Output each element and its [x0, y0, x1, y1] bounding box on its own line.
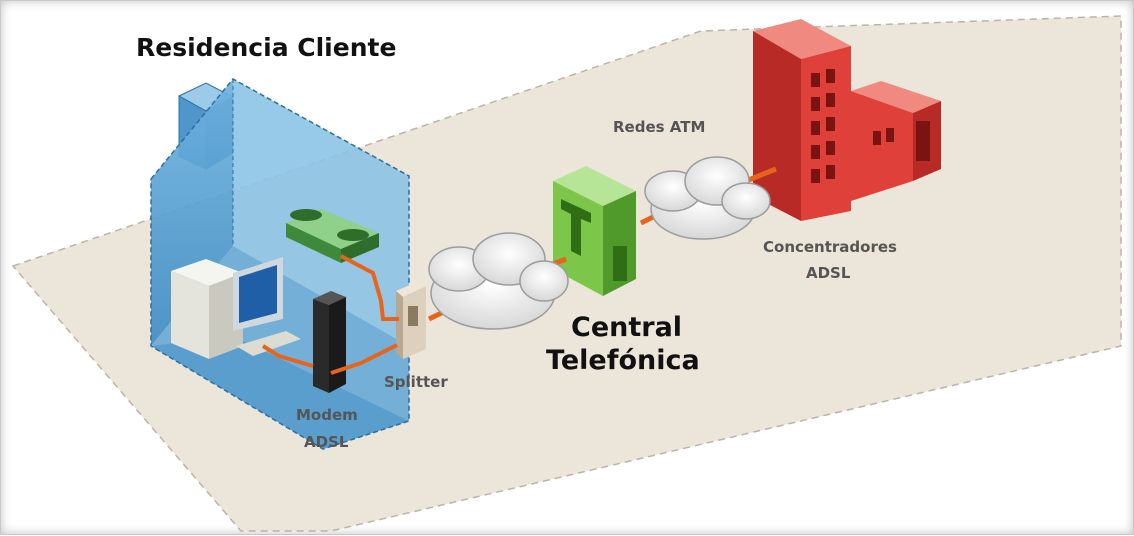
local-loop-cloud — [428, 232, 569, 330]
cable-atm-building — [745, 166, 777, 184]
modem-icon — [313, 291, 346, 393]
label-redes-atm: Redes ATM — [613, 118, 705, 136]
atm-cloud — [644, 156, 771, 240]
label-modem-line1: Modem — [296, 406, 358, 424]
label-central-line1: Central — [571, 312, 682, 343]
concentrator-building — [753, 19, 941, 221]
label-concentradores-line1: Concentradores — [763, 238, 897, 256]
interior-cables — [261, 254, 399, 375]
label-modem-line2: ADSL — [304, 433, 349, 451]
splitter-icon — [396, 281, 426, 359]
computer-icon — [171, 257, 301, 359]
diagram-title: Residencia Cliente — [136, 33, 396, 62]
telephone-icon — [286, 209, 379, 263]
central-office-building — [553, 166, 636, 296]
label-splitter: Splitter — [384, 373, 448, 391]
label-concentradores-line2: ADSL — [806, 264, 851, 282]
label-central-line2: Telefónica — [546, 345, 700, 376]
